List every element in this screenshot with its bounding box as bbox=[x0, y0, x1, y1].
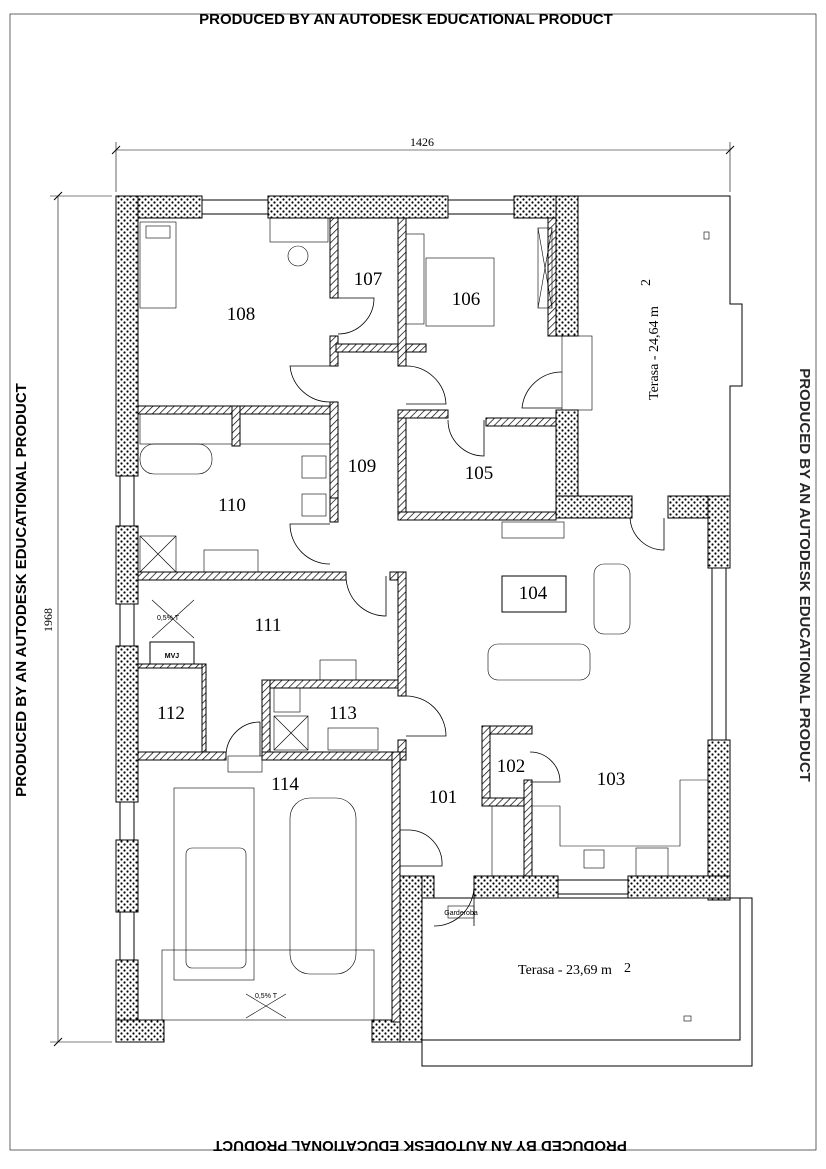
furniture bbox=[139, 217, 708, 1021]
page-frame bbox=[9, 13, 817, 1151]
mvj-label: MVJ bbox=[165, 653, 180, 660]
room-102: 102 bbox=[497, 756, 526, 777]
room-104: 104 bbox=[519, 583, 548, 604]
terrace-south-sup: 2 bbox=[624, 961, 631, 976]
terrace-east-sup: 2 bbox=[639, 279, 654, 286]
room-113: 113 bbox=[329, 703, 357, 724]
room-105: 105 bbox=[465, 463, 494, 484]
dimension-width: 1426 bbox=[111, 135, 735, 192]
terrace-east: Terasa - 24,64 m 2 bbox=[578, 195, 743, 496]
height-value: 1968 bbox=[41, 608, 55, 632]
terrace-south: Terasa - 23,69 m 2 bbox=[421, 897, 753, 1067]
terrace-east-label: Terasa - 24,64 m bbox=[647, 306, 662, 400]
doors bbox=[225, 297, 665, 927]
room-112: 112 bbox=[157, 703, 185, 724]
room-101: 101 bbox=[429, 787, 458, 808]
terrace-south-label: Terasa - 23,69 m bbox=[518, 963, 612, 978]
room-111: 111 bbox=[254, 615, 281, 636]
room-103: 103 bbox=[597, 769, 626, 790]
watermark-left: PRODUCED BY AN AUTODESK EDUCATIONAL PROD… bbox=[13, 383, 30, 797]
drain2-label: 0,5% T bbox=[255, 993, 278, 1000]
room-107: 107 bbox=[354, 269, 383, 290]
dimension-height: 1968 bbox=[41, 191, 112, 1047]
room-109: 109 bbox=[348, 456, 377, 477]
watermark-top: PRODUCED BY AN AUTODESK EDUCATIONAL PROD… bbox=[199, 11, 613, 28]
interior-walls bbox=[137, 217, 557, 1023]
watermark-right: PRODUCED BY AN AUTODESK EDUCATIONAL PROD… bbox=[796, 368, 813, 782]
room-108: 108 bbox=[227, 304, 256, 325]
drain1-label: 0,5% T bbox=[157, 615, 180, 622]
room-114: 114 bbox=[271, 774, 299, 795]
width-value: 1426 bbox=[410, 135, 434, 149]
room-106: 106 bbox=[452, 289, 481, 310]
watermark-bottom: PRODUCED BY AN AUTODESK EDUCATIONAL PROD… bbox=[213, 1137, 627, 1154]
exterior-walls bbox=[115, 195, 731, 1043]
garderoba-label: Garderoba bbox=[444, 910, 478, 917]
room-110: 110 bbox=[218, 495, 246, 516]
